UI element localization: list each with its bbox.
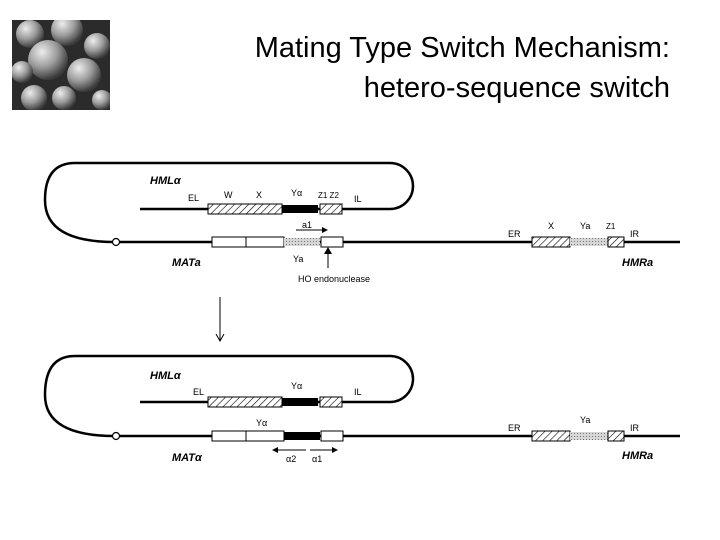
top-mat-z-box (320, 236, 344, 248)
top-el-label: EL (188, 193, 199, 203)
bottom-mat-z-box (320, 430, 344, 442)
bottom-hmr-z-box (607, 430, 625, 442)
top-hml-z-box (319, 203, 343, 215)
top-hmr-x-box (531, 236, 571, 248)
bottom-ya-alpha-mat-label: Yα (256, 418, 267, 428)
bottom-alpha1-label: α1 (312, 454, 322, 464)
bottom-chromosome-loop (43, 354, 680, 438)
bottom-hmr-x-box (531, 430, 571, 442)
bottom-hml-w-x-box (207, 396, 283, 408)
top-centromere (111, 237, 121, 247)
bottom-panel: HMLα EL Yα IL Yα MATα α2 α1 ER Ya IR HMR… (43, 354, 680, 464)
yeast-cells-micrograph (12, 20, 110, 110)
bottom-hmr-label: HMRa (622, 450, 653, 462)
bottom-centromere (111, 431, 121, 441)
top-ya-alpha-label: Yα (291, 188, 302, 198)
top-mat-x-box (245, 236, 285, 248)
top-w-label: W (224, 190, 233, 200)
bottom-ya-alpha-hml-label: Yα (291, 381, 302, 391)
top-hmr-label: HMRa (622, 257, 653, 269)
bottom-il-label: IL (354, 387, 362, 397)
top-hmr-z1-label: Z1 (606, 222, 616, 231)
top-il-label: IL (354, 194, 362, 204)
top-hmr-z-box (607, 236, 625, 248)
top-er-label: ER (508, 229, 521, 239)
bottom-hml-ya-box (282, 398, 318, 406)
top-hml-label: HMLα (150, 175, 182, 187)
bottom-mat-x-box (245, 430, 285, 442)
bottom-ir-label: IR (630, 423, 640, 433)
title-line-1: Mating Type Switch Mechanism: (254, 32, 670, 64)
top-hmr-ya-box (570, 238, 608, 246)
bottom-el-label: EL (193, 387, 204, 397)
top-ir-label: IR (630, 229, 640, 239)
slide-title: Mating Type Switch Mechanism: hetero-seq… (150, 28, 670, 108)
bottom-mat-w-box (211, 430, 247, 442)
bottom-hml-z-box (319, 396, 343, 408)
top-chromosome-loop (43, 161, 680, 244)
top-hml-w-x-box (207, 203, 283, 215)
bottom-mat-label: MATα (172, 452, 203, 464)
bottom-hmr-ya-box (570, 432, 608, 440)
top-ya-label: Ya (293, 254, 303, 264)
top-z1z2-label: Z1 Z2 (318, 191, 339, 200)
top-mat-label: MATa (172, 257, 201, 269)
bottom-mat-ya-box (284, 432, 320, 440)
top-mat-w-box (211, 236, 247, 248)
bottom-er-label: ER (508, 423, 521, 433)
top-ho-label: HO endonuclease (298, 274, 370, 284)
bottom-hmr-ya-label: Ya (580, 415, 590, 425)
top-hmr-ya-label: Ya (580, 221, 590, 231)
bottom-hml-label: HMLα (150, 370, 182, 382)
title-line-2: hetero-sequence switch (363, 72, 670, 104)
bottom-alpha2-label: α2 (286, 454, 296, 464)
top-a1-label: a1 (302, 220, 312, 230)
top-panel: HMLα EL W X Yα Z1 Z2 IL a1 MATa Ya HO en… (43, 161, 680, 284)
top-x-label: X (256, 190, 262, 200)
top-mat-ya-box (284, 238, 320, 246)
down-arrow-icon (215, 297, 225, 343)
top-hml-ya-box (282, 205, 318, 213)
top-hmr-x-label: X (548, 221, 554, 231)
